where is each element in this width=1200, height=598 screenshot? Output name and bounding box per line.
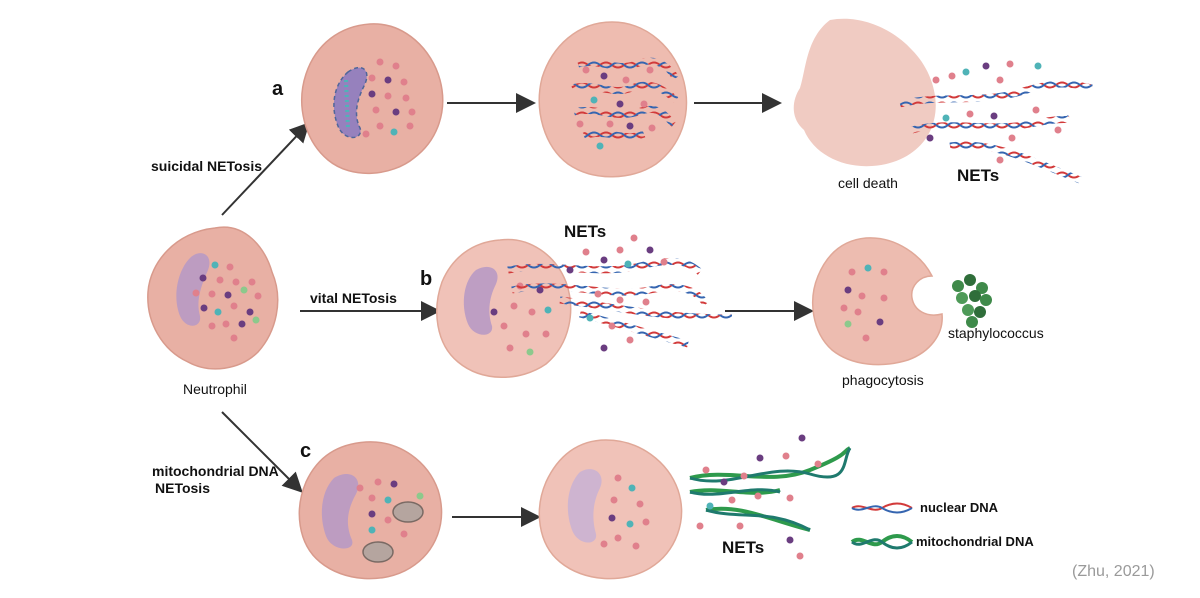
legend-mito-dna-label: mitochondrial DNA [916,534,1034,549]
mito-cell-2 [538,439,683,580]
mitochondrion [362,541,394,563]
panel-label-c: c [300,440,312,462]
dead-cell [793,18,936,167]
label-mito-netosis-line2: NETosis [155,480,210,496]
label-nets-c: NETs [722,538,765,557]
nets-a [899,60,1093,184]
neutrophil-cell [147,226,279,370]
nets-c [689,434,852,560]
legend-mito-dna-swatch [850,534,914,550]
label-nets-a: NETs [957,166,1000,185]
arrow-to-suicidal [221,122,310,216]
nets-b [507,234,733,352]
suicidal-cell-1 [301,23,444,174]
label-mito-netosis-line1: mitochondrial DNA [152,463,279,479]
vital-cell [436,238,572,378]
label-cell-death: cell death [838,175,898,191]
label-neutrophil: Neutrophil [183,381,247,397]
citation: (Zhu, 2021) [1072,563,1155,580]
legend-nuclear-dna-swatch [851,502,913,514]
label-vital-netosis: vital NETosis [310,290,397,306]
label-staphylococcus: staphylococcus [948,325,1044,341]
phagocyte-cell [812,237,943,366]
mitochondrion [392,501,424,523]
panel-label-b: b [420,268,433,290]
panel-label-a: a [272,78,284,100]
label-nets-b: NETs [564,222,607,241]
suicidal-cell-2 [538,21,688,178]
arrow-to-mito [221,411,303,493]
staphylococcus-cluster [952,274,992,328]
label-suicidal-netosis: suicidal NETosis [151,158,262,174]
label-phagocytosis: phagocytosis [842,372,924,388]
legend-nuclear-dna-label: nuclear DNA [920,500,999,515]
mito-cell-1 [298,441,443,580]
